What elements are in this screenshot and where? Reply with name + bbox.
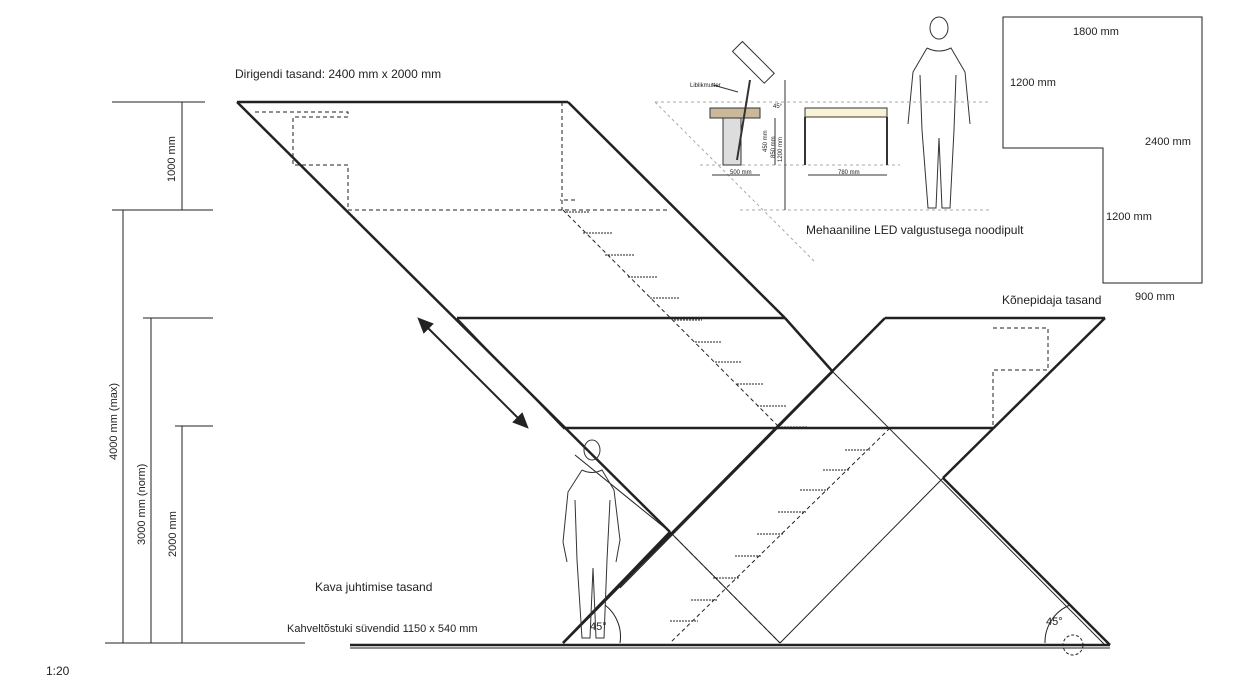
stand-w500: 500 mm [730, 170, 752, 176]
conductor-platform-label: Dirigendi tasand: 2400 mm x 2000 mm [235, 67, 442, 81]
thin-lines [456, 317, 1106, 646]
adjust-arrow-icon [417, 317, 529, 429]
floorplan-right: 2400 mm [1145, 136, 1191, 148]
human-figure-detail-icon [907, 16, 971, 209]
stand-h850: 850 mm [771, 136, 777, 158]
floorplan-left-upper: 1200 mm [1010, 77, 1056, 89]
floorplan-bottom: 900 mm [1135, 291, 1175, 303]
forklift-slots-label: Kahveltõstuki süvendid 1150 x 540 mm [287, 623, 478, 635]
program-platform-label: Kava juhtimise tasand [315, 580, 433, 594]
dim-1000: 1000 mm [166, 136, 178, 182]
angle-right-label: 45° [1046, 616, 1063, 628]
dim-2000: 2000 mm [167, 511, 179, 557]
dim-4000: 4000 mm (max) [108, 382, 120, 460]
speaker-platform-label: Kõnepidaja tasand [1002, 293, 1102, 307]
scale-label: 1:20 [46, 664, 70, 678]
stand-guides [654, 101, 990, 263]
human-figure-icon [562, 439, 621, 639]
dim-3000: 3000 mm (norm) [136, 463, 148, 545]
angle-arcs [604, 604, 1084, 656]
wing-nut-label: Liblikmutter [690, 83, 721, 89]
stand-h1200: 1200 mm [778, 136, 784, 162]
hidden-lines [255, 102, 1049, 644]
floorplan-outline [1002, 16, 1203, 284]
stand-h450: 450 mm [763, 130, 769, 152]
floorplan-left-lower: 1200 mm [1106, 211, 1152, 223]
platform-outlines [236, 100, 1111, 649]
floorplan-top: 1800 mm [1073, 26, 1119, 38]
stand-angle-label: 45° [773, 104, 783, 110]
stand-w780: 780 mm [838, 170, 860, 176]
dimension-lines [105, 101, 305, 644]
stair-marks [566, 211, 870, 622]
angle-left-label: 45° [590, 621, 607, 633]
music-stand-drawing [709, 40, 888, 210]
music-stand-label: Mehaaniline LED valgustusega noodipult [806, 223, 1024, 237]
